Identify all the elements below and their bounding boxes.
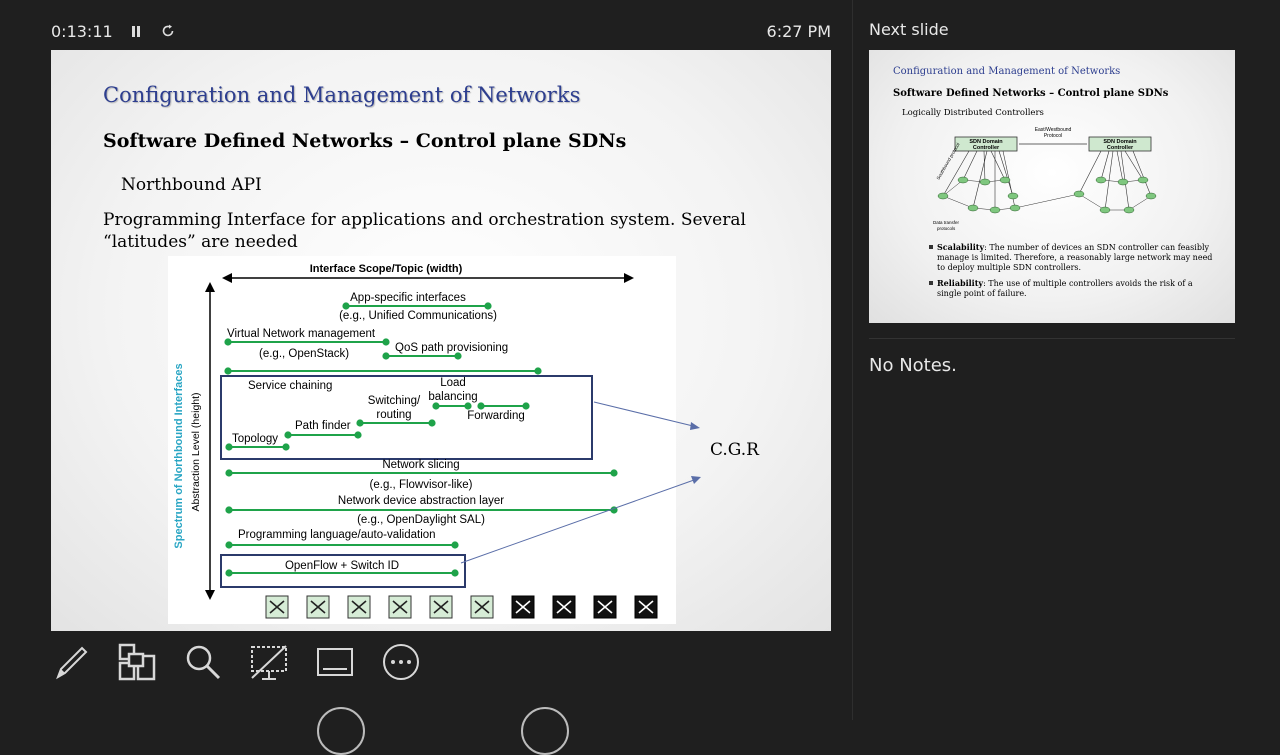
eastwest-label-2: Protocol — [1044, 133, 1062, 139]
next-slide-thumbnail[interactable]: Configuration and Management of Networks… — [869, 50, 1235, 323]
annotation-arrows — [51, 50, 831, 631]
presenter-top-bar: 0:13:11 6:27 PM — [51, 18, 831, 44]
speaker-notes: No Notes. — [869, 355, 957, 376]
slides-grid-icon[interactable] — [117, 642, 157, 682]
arrow-openflow-to-cgr — [461, 480, 694, 563]
next-slide-bullets: Scalability: The number of devices an SD… — [929, 242, 1214, 304]
next-slide-subtitle: Logically Distributed Controllers — [902, 108, 1044, 118]
pen-icon[interactable] — [51, 642, 91, 682]
screen-icon[interactable] — [249, 642, 289, 682]
more-options-icon[interactable] — [381, 642, 421, 682]
bullet-reliability: Reliability: The use of multiple control… — [929, 278, 1214, 299]
presenter-toolbar — [51, 642, 421, 682]
controller-right-line2: Controller — [1107, 145, 1134, 151]
controller-left-line2: Controller — [973, 145, 1000, 151]
bullet-term: Reliability — [937, 278, 983, 288]
next-slide-header: Configuration and Management of Networks — [893, 66, 1120, 77]
arrowhead — [690, 422, 700, 430]
southbound-label: Southbound protocol — [936, 142, 961, 180]
next-slide-title: Software Defined Networks – Control plan… — [893, 88, 1168, 99]
data-transfer-label-2: protocols — [937, 226, 956, 231]
bullet-term: Scalability — [937, 242, 984, 252]
clock: 6:27 PM — [767, 22, 831, 41]
annotation-cgr: C.G.R — [710, 440, 759, 460]
next-slide-diagram: SDN Domain Controller SDN Domain Control… — [929, 124, 1173, 234]
current-slide: Configuration and Management of Networks… — [51, 50, 831, 631]
elapsed-timer: 0:13:11 — [51, 22, 113, 41]
pause-icon[interactable] — [127, 22, 145, 40]
bullet-scalability: Scalability: The number of devices an SD… — [929, 242, 1214, 273]
previous-slide-icon[interactable] — [317, 707, 365, 755]
panel-divider — [852, 0, 853, 720]
next-slide-label: Next slide — [869, 20, 949, 39]
arrow-box-to-cgr — [594, 402, 693, 426]
distributed-controllers-diagram: SDN Domain Controller SDN Domain Control… — [929, 124, 1173, 234]
bullet-marker — [929, 245, 933, 249]
next-slide-icon[interactable] — [521, 707, 569, 755]
subtitles-icon[interactable] — [315, 642, 355, 682]
arrowhead — [691, 476, 701, 484]
restart-icon[interactable] — [159, 22, 177, 40]
data-transfer-label-1: Data transfer — [933, 220, 960, 225]
notes-separator — [869, 338, 1235, 339]
bullet-marker — [929, 281, 933, 285]
magnifier-icon[interactable] — [183, 642, 223, 682]
network-nodes — [938, 177, 1156, 213]
